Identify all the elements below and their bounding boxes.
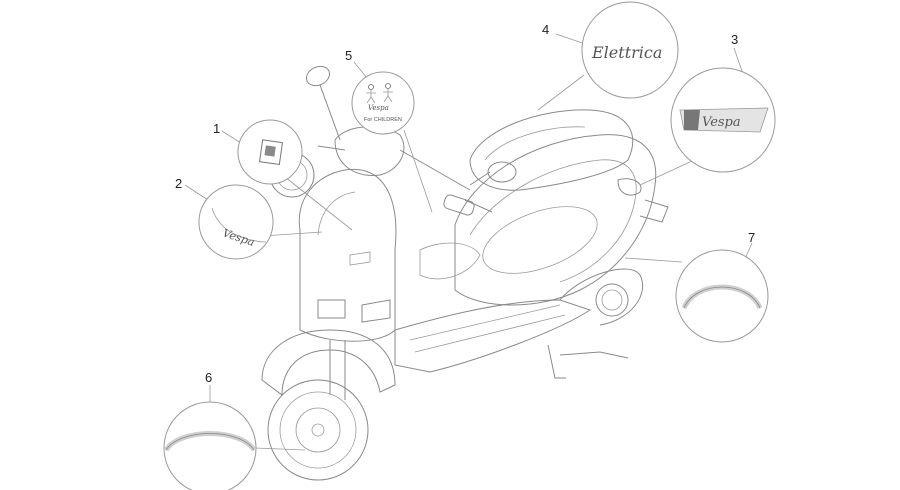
elettrica-badge: Elettrica [591,43,662,62]
children-figures-icon [366,83,393,104]
detail-bubble-5: Vespa For CHILDREN [351,71,415,135]
callout-2: 2 [175,176,182,191]
callout-numbers: 1 2 3 4 5 6 7 [175,22,755,385]
callout-1: 1 [213,121,220,136]
detail-bubble-4: Elettrica [581,1,679,99]
vespa-children-logo: Vespa [368,104,389,112]
detail-bubble-2: Vespa [198,184,274,260]
leader-lines [184,33,753,451]
detail-bubble-3: Vespa [670,67,776,173]
detail-bubble-7 [675,249,769,343]
callout-6: 6 [205,370,212,385]
callout-7: 7 [748,230,755,245]
callout-5: 5 [345,48,352,63]
scooter-drawing [261,65,669,481]
callout-4: 4 [542,22,549,37]
detail-bubble-6 [163,401,257,490]
vespa-logo-chrome: Vespa [702,115,741,130]
detail-bubble-1 [237,119,303,185]
for-children-text: For CHILDREN [364,117,402,123]
callout-3: 3 [731,32,738,47]
